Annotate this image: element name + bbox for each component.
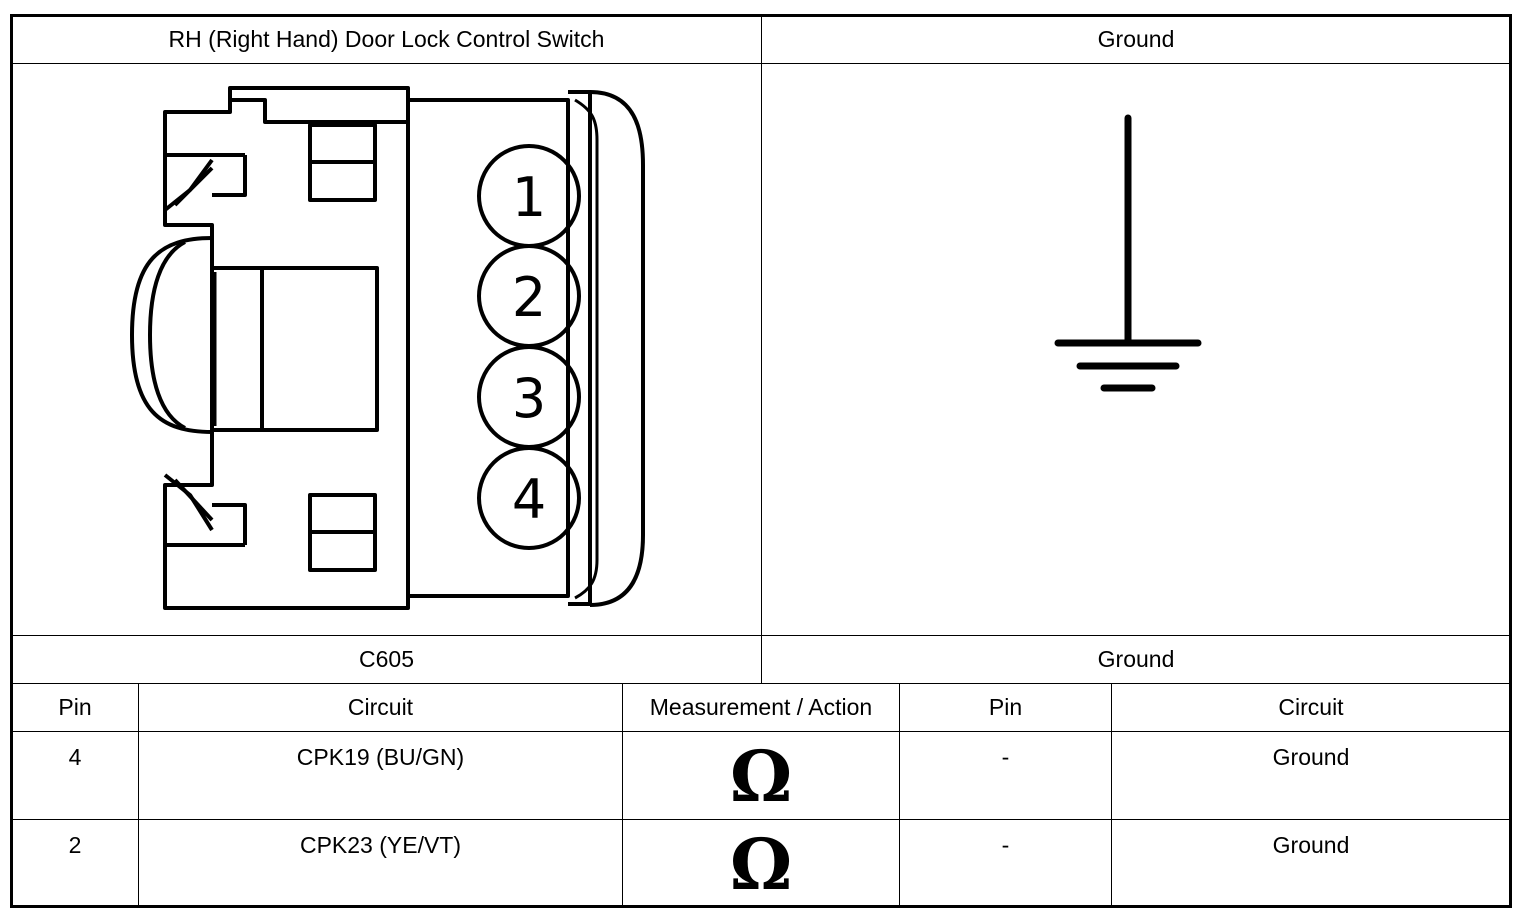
grid-line <box>12 683 1510 684</box>
connector-title: RH (Right Hand) Door Lock Control Switch <box>168 26 605 52</box>
table-row-1-pin: 4 <box>68 744 82 770</box>
ohm-icon: Ω <box>729 735 793 818</box>
grid-line <box>1111 683 1112 906</box>
table-row-1-circuit: CPK19 (BU/GN) <box>296 744 465 770</box>
grid-line <box>899 683 900 906</box>
col-header-pin: Pin <box>58 694 92 720</box>
table-row-2-circuit-b: Ground <box>1272 832 1350 858</box>
grid-line <box>761 16 762 683</box>
table-row-1-pin-b: - <box>1001 744 1010 770</box>
pin-label-3: 3 <box>512 367 546 430</box>
col-header-circuit-b: Circuit <box>1278 694 1344 720</box>
pin-label-2: 2 <box>512 266 546 329</box>
col-header-circuit: Circuit <box>347 694 414 720</box>
grid-line <box>622 683 623 906</box>
pin-label-1: 1 <box>512 166 546 229</box>
ohm-icon: Ω <box>729 823 793 906</box>
col-header-pin-b: Pin <box>988 694 1023 720</box>
diagram-frame <box>10 14 1512 908</box>
table-row-2-pin: 2 <box>68 832 82 858</box>
ground-label: Ground <box>1097 646 1175 672</box>
grid-line <box>138 683 139 906</box>
pin-label-4: 4 <box>512 468 546 531</box>
grid-line <box>12 731 1510 732</box>
connector-id: C605 <box>359 646 414 672</box>
table-row-2-circuit: CPK23 (YE/VT) <box>299 832 462 858</box>
col-header-measurement: Measurement / Action <box>649 694 873 720</box>
table-row-1-circuit-b: Ground <box>1272 744 1350 770</box>
grid-line <box>12 819 1510 820</box>
connector-housing-icon <box>130 86 645 610</box>
table-row-2-pin-b: - <box>1001 832 1010 858</box>
ground-title: Ground <box>1097 26 1175 52</box>
pin-circles <box>477 144 581 550</box>
